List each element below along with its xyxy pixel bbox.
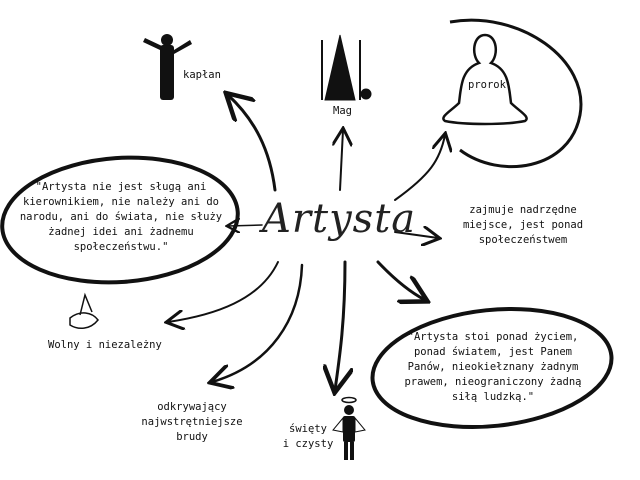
kaplan-icon: [143, 34, 192, 100]
node-kaplan: kapłan: [183, 69, 221, 81]
arrow-wolny: [168, 261, 279, 322]
quote1-line: "Artysta nie jest sługą ani: [35, 181, 207, 193]
arrow-prorok: [394, 135, 445, 201]
quote2-bubble: [370, 306, 614, 430]
node-quote1: "Artysta nie jest sługą ani kierownikiem…: [6, 180, 236, 255]
arrow-swiety: [335, 260, 345, 390]
prorok-figure-icon: [442, 33, 528, 126]
quote2-line: ponad światem, jest Panem: [413, 346, 573, 358]
arrow-quote2: [376, 260, 425, 300]
zajmuje-line: miejsce, jest ponad: [462, 219, 584, 231]
dove-icon: [69, 292, 99, 330]
quote1-line: społeczeństwu.": [73, 241, 169, 253]
node-mag: Mag: [333, 105, 352, 117]
swiety-line: święty: [289, 423, 327, 435]
node-swiety: święty i czysty: [278, 422, 338, 452]
node-prorok: prorok: [468, 79, 506, 91]
arrow-zajmuje: [394, 232, 438, 238]
node-quote2: "Artysta stoi ponad życiem, ponad świate…: [378, 330, 608, 405]
quote2-line: siłą ludzką.": [451, 391, 535, 403]
zajmuje-line: zajmuje nadrzędne: [469, 204, 577, 216]
zajmuje-line: społeczeństwem: [478, 234, 568, 246]
angel-icon: [332, 396, 366, 460]
arrow-mag: [340, 130, 343, 191]
quote2-line: prawem, nieograniczony żadną: [404, 376, 582, 388]
quote1-line: żadnej idei ani żadnemu: [48, 226, 194, 238]
odkrywajacy-line: najwstrętniejsze: [141, 416, 243, 428]
swiety-line: i czysty: [282, 438, 334, 450]
prorok-circle: [449, 18, 583, 169]
arrow-kaplan: [228, 95, 277, 192]
quote1-bubble: [0, 155, 240, 285]
arrow-odkrywajacy: [212, 263, 304, 382]
odkrywajacy-line: odkrywający: [157, 401, 227, 413]
node-zajmuje: zajmuje nadrzędne miejsce, jest ponad sp…: [448, 203, 598, 248]
quote2-line: "Artysta stoi ponad życiem,: [407, 331, 579, 343]
mag-icon: [321, 34, 372, 101]
center-node-artysta: Artysta: [262, 196, 417, 242]
odkrywajacy-line: brudy: [176, 431, 208, 443]
node-wolny: Wolny i niezależny: [48, 339, 162, 351]
quote1-line: narodu, ani do świata, nie służy: [19, 211, 223, 223]
quote2-line: Panów, nieokiełznany żadnym: [407, 361, 579, 373]
node-odkrywajacy: odkrywający najwstrętniejsze brudy: [132, 400, 252, 445]
quote1-line: kierownikiem, nie należy ani do: [23, 196, 219, 208]
